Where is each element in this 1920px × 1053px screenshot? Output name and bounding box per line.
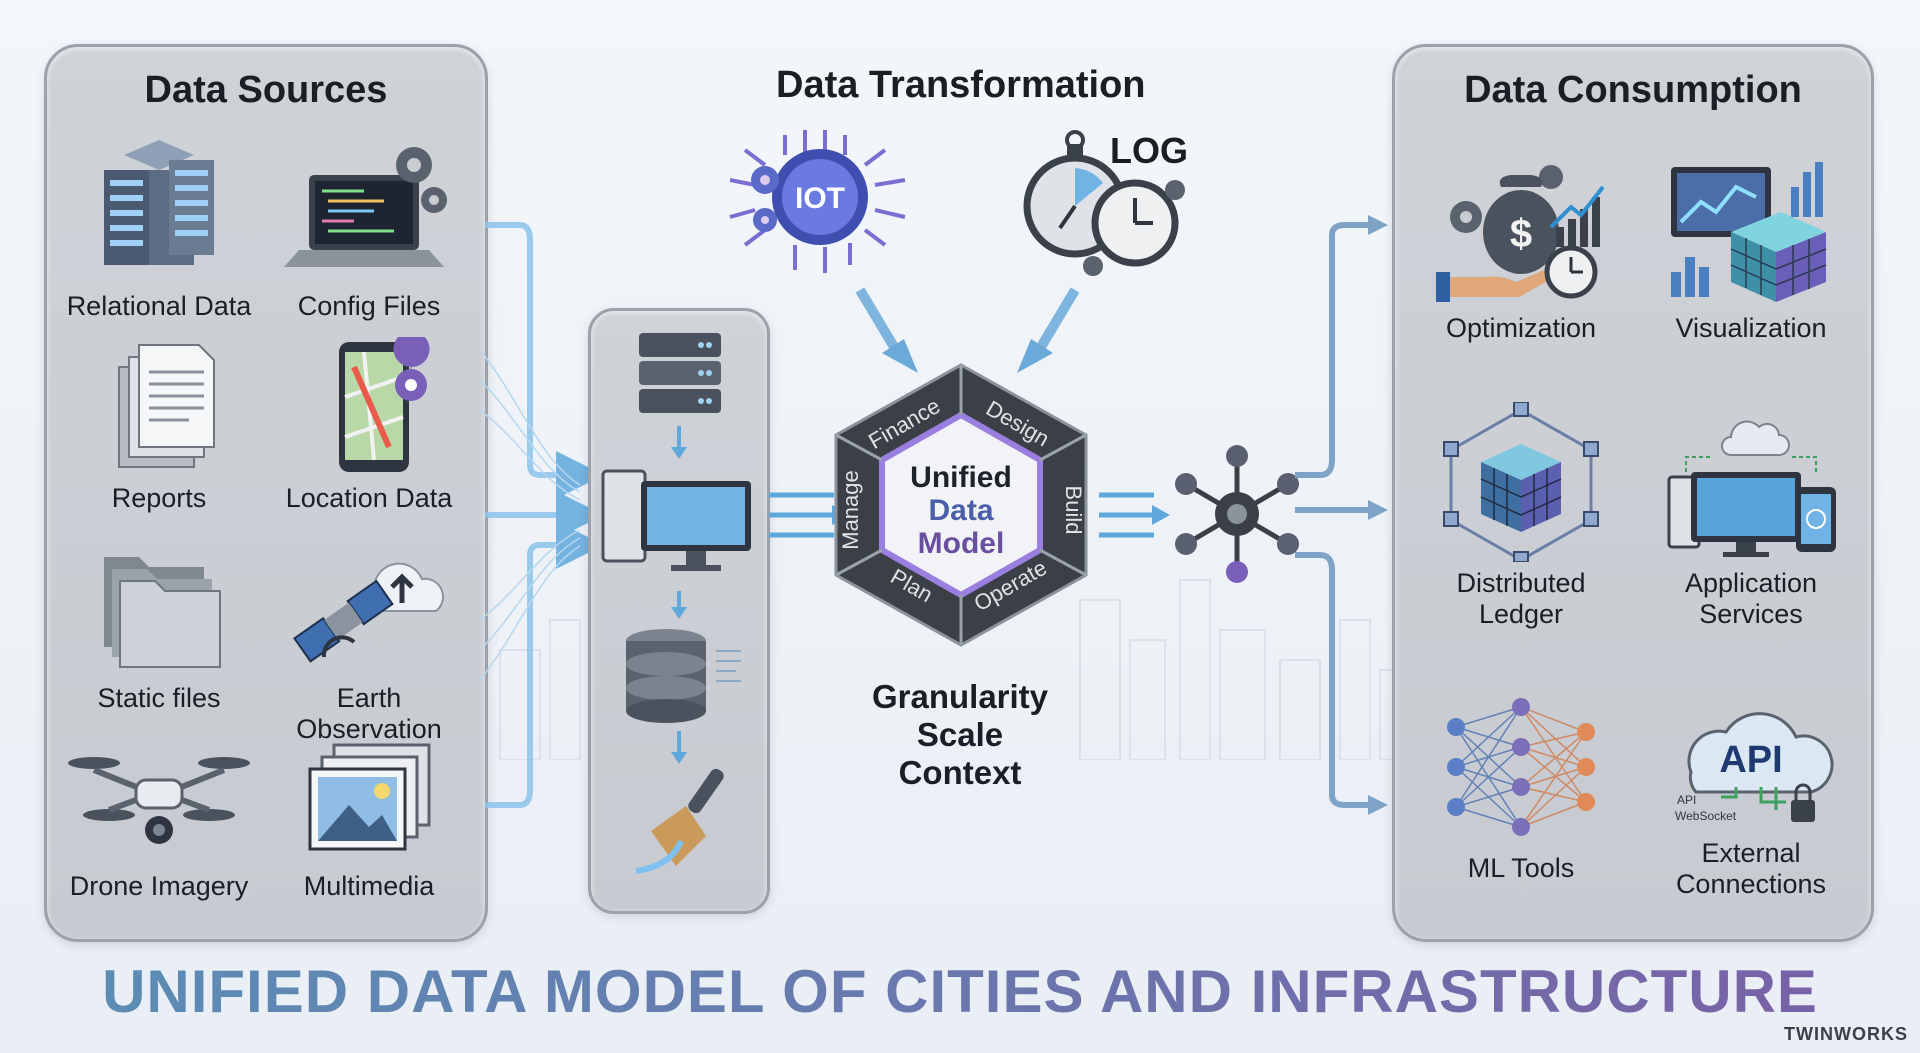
database-cylinder-icon [626,629,741,723]
external-line-1: External [1701,838,1801,868]
app-line-2: Services [1699,599,1803,629]
consumption-distributed-ledger[interactable]: Distributed Ledger [1411,402,1631,630]
drone-icon [68,757,250,844]
iot-chip-icon: IOT [729,130,906,273]
data-sources-title: Data Sources [144,69,388,111]
source-label: Config Files [297,291,441,321]
iot-label: IOT [795,182,845,215]
consumption-label: ML Tools [1467,853,1575,883]
data-consumption-title: Data Consumption [1464,69,1802,111]
processing-pipeline-panel [588,308,770,914]
pipeline-icons [601,333,751,874]
report-documents-icon [118,344,215,468]
satellite-cloud-icon [293,562,444,663]
source-flow-arrows [480,222,604,808]
consumption-optimization[interactable]: $ Optimization [1411,157,1631,344]
source-label: Drone Imagery [69,871,249,901]
consumption-label: Application Services [1641,568,1861,630]
source-config-files[interactable]: Config Files [269,135,469,322]
api-cloud-icon: API API WebSocket [1675,712,1834,823]
external-line-2: Connections [1675,869,1827,899]
main-banner-title: UNIFIED DATA MODEL OF CITIES AND INFRAST… [0,957,1920,1026]
source-multimedia[interactable]: Multimedia [269,735,469,902]
model-line-1: Unified [910,461,1012,494]
visualization-cube-chart-icon [1671,162,1827,302]
data-consumption-panel: Data Consumption $ Optimization [1392,44,1874,942]
source-label: Earth Observation [296,683,442,744]
ledger-line-1: Distributed [1456,568,1586,598]
model-line-2: Data [928,494,993,527]
segment-build: Build [1061,486,1086,535]
laptop-gear-icon [284,147,447,267]
map-phone-pin-icon [339,337,430,472]
source-static-files[interactable]: Static files [59,537,259,714]
money-optimization-icon: $ [1436,165,1605,302]
blockchain-ledger-icon [1443,402,1599,562]
consumption-label: External Connections [1641,838,1861,900]
svg-text:$: $ [1510,212,1532,256]
source-location-data[interactable]: Location Data [269,337,469,514]
consumption-label: Visualization [1675,313,1827,343]
desktop-computer-icon [601,469,751,571]
model-properties: Granularity Scale Context [840,678,1080,792]
unified-data-model-hexagon: Finance Design Build Operate Plan Manage… [834,363,1088,647]
source-label: Reports [111,483,207,513]
log-label: LOG [1110,130,1188,171]
image-stack-icon [308,743,431,851]
source-label: Relational Data [66,291,252,321]
source-label: Multimedia [303,871,435,901]
model-line-3: Model [918,527,1005,560]
websocket-label: WebSocket [1675,809,1737,823]
neural-network-icon [1447,698,1595,836]
folder-stack-icon [104,557,221,668]
app-line-1: Application [1684,568,1818,598]
network-hub-icon [1175,445,1299,583]
segment-manage: Manage [838,470,863,550]
server-stack-icon [639,333,721,413]
consumption-application-services[interactable]: Application Services [1641,402,1861,630]
ledger-line-2: Ledger [1478,599,1564,629]
source-label: Location Data [285,483,453,513]
model-to-hub-arrows [1099,492,1170,538]
property-scale: Scale [916,716,1004,753]
consumption-label: Distributed Ledger [1411,568,1631,630]
source-relational-data[interactable]: Relational Data [59,135,259,322]
consumption-visualization[interactable]: Visualization [1641,157,1861,344]
hub-to-consumption-arrows [1295,215,1388,815]
source-label: Static files [97,683,221,713]
source-earth-observation[interactable]: Earth Observation [269,537,469,745]
application-devices-icon [1667,420,1836,557]
data-sources-panel: Data Sources Relational Data Config File… [44,44,488,942]
consumption-ml-tools[interactable]: ML Tools [1411,692,1631,884]
property-context: Context [898,754,1022,791]
brand-watermark: TWINWORKS [1784,1024,1908,1044]
api-big-label: API [1719,739,1782,781]
consumption-label: Optimization [1445,313,1597,343]
transformation-arrows [855,287,1080,373]
source-drone-imagery[interactable]: Drone Imagery [59,735,259,902]
stopwatch-log-icon [1023,130,1185,276]
database-server-icon [104,140,214,265]
data-transformation-title: Data Transformation [776,64,1146,106]
property-granularity: Granularity [871,678,1049,715]
cleaning-brush-icon [635,768,724,874]
api-small-label: API [1677,793,1696,807]
source-reports[interactable]: Reports [59,337,259,514]
consumption-external-connections[interactable]: API API WebSocket External Connections [1641,692,1861,900]
